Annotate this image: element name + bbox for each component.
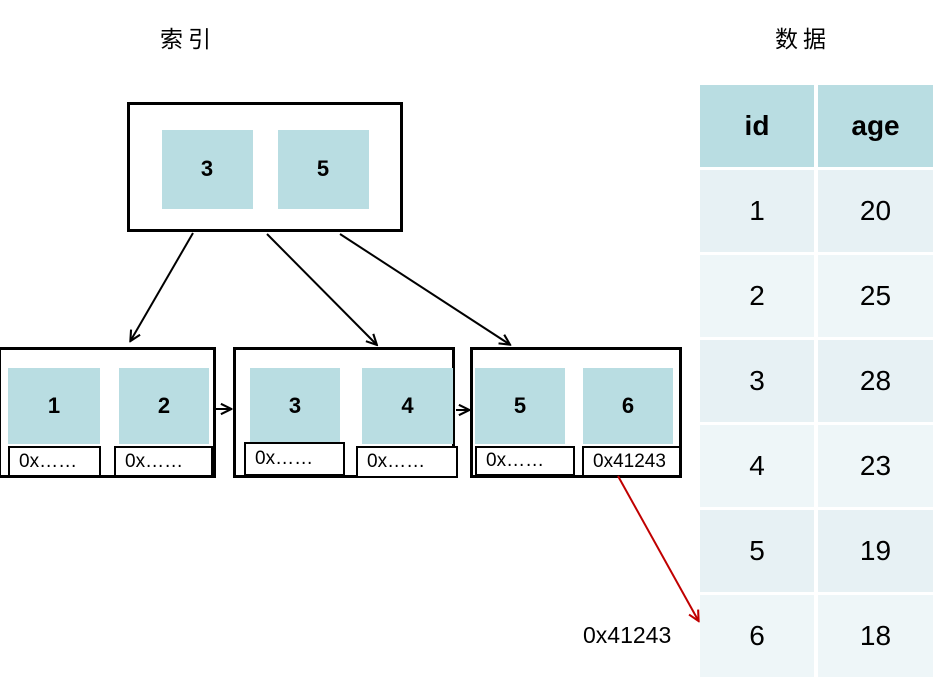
leaf1-key-1: 1: [8, 368, 100, 444]
leaf-node-2: 3 4 0x…… 0x……: [233, 347, 458, 478]
leaf1-pointer-2: 0x……: [114, 446, 213, 477]
leaf2-pointer-1: 0x……: [244, 442, 345, 476]
data-section-title: 数据: [775, 26, 831, 52]
leaf2-key-3: 3: [250, 368, 340, 444]
arrow-root-to-leaf1: [131, 232, 194, 340]
data-table: id age 1 20 2 25 3 28 4 23 5 19 6 18: [700, 85, 933, 677]
cell-age: 23: [818, 425, 933, 507]
cell-id: 3: [700, 340, 814, 422]
cell-id: 2: [700, 255, 814, 337]
leaf3-pointer-2: 0x41243: [582, 446, 681, 477]
table-header-age: age: [818, 85, 933, 167]
leaf2-pointer-2: 0x……: [356, 446, 458, 478]
root-node: 3 5: [127, 102, 403, 232]
root-key-3: 3: [161, 129, 253, 209]
table-header-id: id: [700, 85, 814, 167]
cell-age: 28: [818, 340, 933, 422]
cell-id: 5: [700, 510, 814, 592]
cell-id: 6: [700, 595, 814, 677]
leaf2-key-4: 4: [362, 368, 453, 444]
leaf3-pointer-1: 0x……: [475, 446, 575, 476]
leaf-node-3: 5 6 0x…… 0x41243: [470, 347, 682, 478]
address-label: 0x41243: [583, 622, 672, 648]
cell-id: 1: [700, 170, 814, 252]
leaf3-key-6: 6: [583, 368, 673, 444]
cell-age: 20: [818, 170, 933, 252]
cell-age: 18: [818, 595, 933, 677]
index-section-title: 索引: [160, 26, 216, 52]
leaf3-key-5: 5: [475, 368, 565, 444]
leaf1-pointer-1: 0x……: [8, 446, 101, 477]
root-key-5: 5: [277, 129, 369, 209]
cell-age: 25: [818, 255, 933, 337]
arrow-root-to-leaf2: [266, 233, 376, 344]
cell-age: 19: [818, 510, 933, 592]
cell-id: 4: [700, 425, 814, 507]
arrow-root-to-leaf3: [339, 233, 509, 344]
leaf-node-1: 1 2 0x…… 0x……: [0, 347, 216, 478]
arrow-pointer-to-data-row: [617, 475, 698, 620]
leaf1-key-2: 2: [119, 368, 209, 444]
